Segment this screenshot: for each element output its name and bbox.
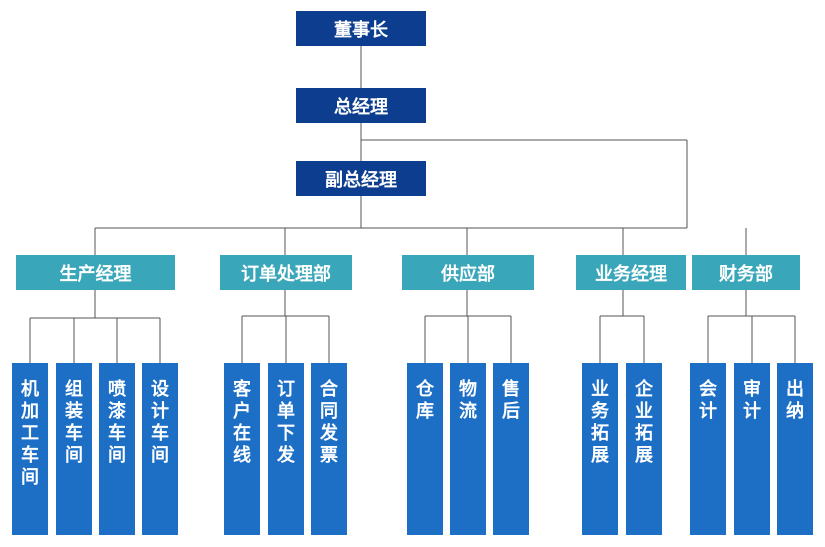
- unit-machining: 机加工车间: [12, 363, 48, 535]
- deputy-gm-label: 副总经理: [325, 169, 397, 191]
- chairman-label: 董事长: [334, 19, 388, 41]
- unit-after-sales: 售后: [493, 363, 529, 535]
- dept-business-manager: 业务经理: [576, 255, 686, 290]
- unit-order-dispatch: 订单下发: [268, 363, 304, 535]
- dept-supply: 供应部: [402, 255, 534, 290]
- dept-label: 订单处理部: [241, 263, 331, 285]
- dept-label: 财务部: [719, 263, 773, 285]
- deputy-gm-box: 副总经理: [296, 161, 426, 196]
- unit-cashier: 出纳: [777, 363, 813, 535]
- unit-audit: 审计: [734, 363, 770, 535]
- dept-label: 供应部: [441, 263, 495, 285]
- unit-painting: 喷漆车间: [99, 363, 135, 535]
- unit-assembly: 组装车间: [56, 363, 92, 535]
- dept-order-processing: 订单处理部: [220, 255, 352, 290]
- dept-production-manager: 生产经理: [16, 255, 175, 290]
- dept-label: 生产经理: [59, 263, 132, 285]
- dept-label: 业务经理: [595, 263, 667, 285]
- dept-finance: 财务部: [692, 255, 800, 290]
- unit-logistics: 物流: [450, 363, 486, 535]
- unit-warehouse: 仓库: [407, 363, 443, 535]
- unit-enterprise-expansion: 企业拓展: [626, 363, 662, 535]
- unit-design: 设计车间: [142, 363, 178, 535]
- chairman-box: 董事长: [296, 11, 426, 46]
- unit-business-expansion: 业务拓展: [582, 363, 618, 535]
- unit-accounting: 会计: [690, 363, 726, 535]
- general-manager-label: 总经理: [334, 96, 388, 118]
- unit-contract-invoice: 合同发票: [311, 363, 347, 535]
- general-manager-box: 总经理: [296, 88, 426, 123]
- unit-customer-online: 客户在线: [224, 363, 260, 535]
